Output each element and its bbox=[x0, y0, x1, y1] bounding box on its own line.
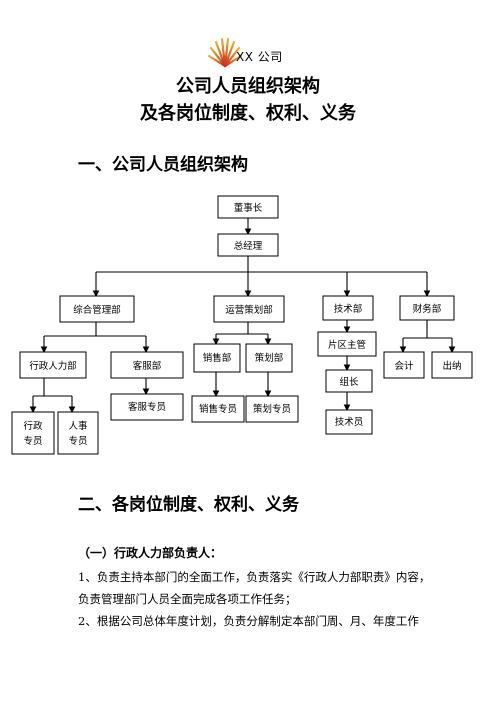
label-admin-staff-line1: 行政 bbox=[23, 420, 43, 432]
section2-heading: 二、各岗位制度、权利、义务 bbox=[78, 495, 299, 515]
node-cashier bbox=[431, 351, 473, 379]
label-planning: 策划部 bbox=[255, 352, 284, 364]
node-area-supervisor bbox=[317, 331, 377, 357]
node-chairman bbox=[217, 195, 279, 219]
document-title: 公司人员组织架构 bbox=[176, 76, 320, 97]
label-cashier: 出纳 bbox=[442, 360, 461, 372]
document-subtitle: 及各岗位制度、权利、义务 bbox=[140, 103, 356, 124]
paragraph-line: 负责管理部门人员全面完成各项工作任务； bbox=[78, 592, 297, 606]
label-ops-planning: 运营策划部 bbox=[225, 304, 273, 316]
paragraph-line: 1、负责主持本部门的全面工作，负责落实《行政人力部职责》内容， bbox=[78, 570, 431, 584]
label-area-supervisor: 片区主管 bbox=[328, 339, 366, 351]
label-gm: 总经理 bbox=[234, 240, 263, 252]
label-hr-staff-line2: 专员 bbox=[68, 435, 87, 447]
label-hr-staff-line1: 人事 bbox=[68, 420, 88, 432]
node-finance bbox=[399, 295, 455, 321]
label-admin-staff-line2: 专员 bbox=[23, 435, 42, 447]
node-planning bbox=[245, 343, 293, 373]
company-logo bbox=[205, 37, 295, 68]
node-accountant bbox=[383, 351, 425, 379]
node-customer-service bbox=[110, 351, 184, 379]
label-tech: 技术部 bbox=[334, 303, 363, 315]
node-tech-staff bbox=[325, 409, 373, 435]
label-sales: 销售部 bbox=[203, 352, 232, 364]
label-chairman: 董事长 bbox=[234, 202, 263, 214]
label-cs-staff: 客服专员 bbox=[128, 401, 166, 413]
node-tech bbox=[322, 295, 374, 321]
node-team-leader bbox=[325, 369, 373, 393]
label-team-leader: 组长 bbox=[339, 376, 359, 388]
label-finance: 财务部 bbox=[413, 303, 442, 315]
node-sales bbox=[193, 343, 241, 373]
node-admin-hr bbox=[19, 351, 87, 379]
label-planning-staff: 策划专员 bbox=[253, 403, 291, 415]
logo-sunburst-icon bbox=[207, 37, 243, 68]
section2-body: 1、负责主持本部门的全面工作，负责落实《行政人力部职责》内容， 负责管理部门人员… bbox=[78, 566, 478, 632]
label-general-mgmt: 综合管理部 bbox=[73, 304, 121, 316]
label-admin-hr: 行政人力部 bbox=[29, 360, 77, 372]
node-general-mgmt bbox=[59, 295, 135, 323]
section1-heading: 一、公司人员组织架构 bbox=[78, 155, 248, 175]
node-ops-planning bbox=[213, 295, 285, 323]
label-tech-staff: 技术员 bbox=[335, 416, 364, 428]
node-admin-staff bbox=[11, 411, 55, 455]
company-name: XX 公司 bbox=[236, 50, 283, 64]
node-hr-staff bbox=[57, 411, 99, 455]
node-cs-staff bbox=[110, 393, 184, 421]
label-customer-service: 客服部 bbox=[133, 360, 162, 372]
node-planning-staff bbox=[245, 395, 299, 423]
label-sales-staff: 销售专员 bbox=[199, 403, 237, 415]
label-accountant: 会计 bbox=[394, 360, 414, 372]
paragraph-line: 2、根据公司总体年度计划，负责分解制定本部门周、月、年度工作 bbox=[78, 614, 419, 628]
node-gm bbox=[217, 233, 279, 257]
section2-subheading: （一）行政人力部负责人： bbox=[78, 546, 223, 560]
node-sales-staff bbox=[191, 395, 245, 423]
